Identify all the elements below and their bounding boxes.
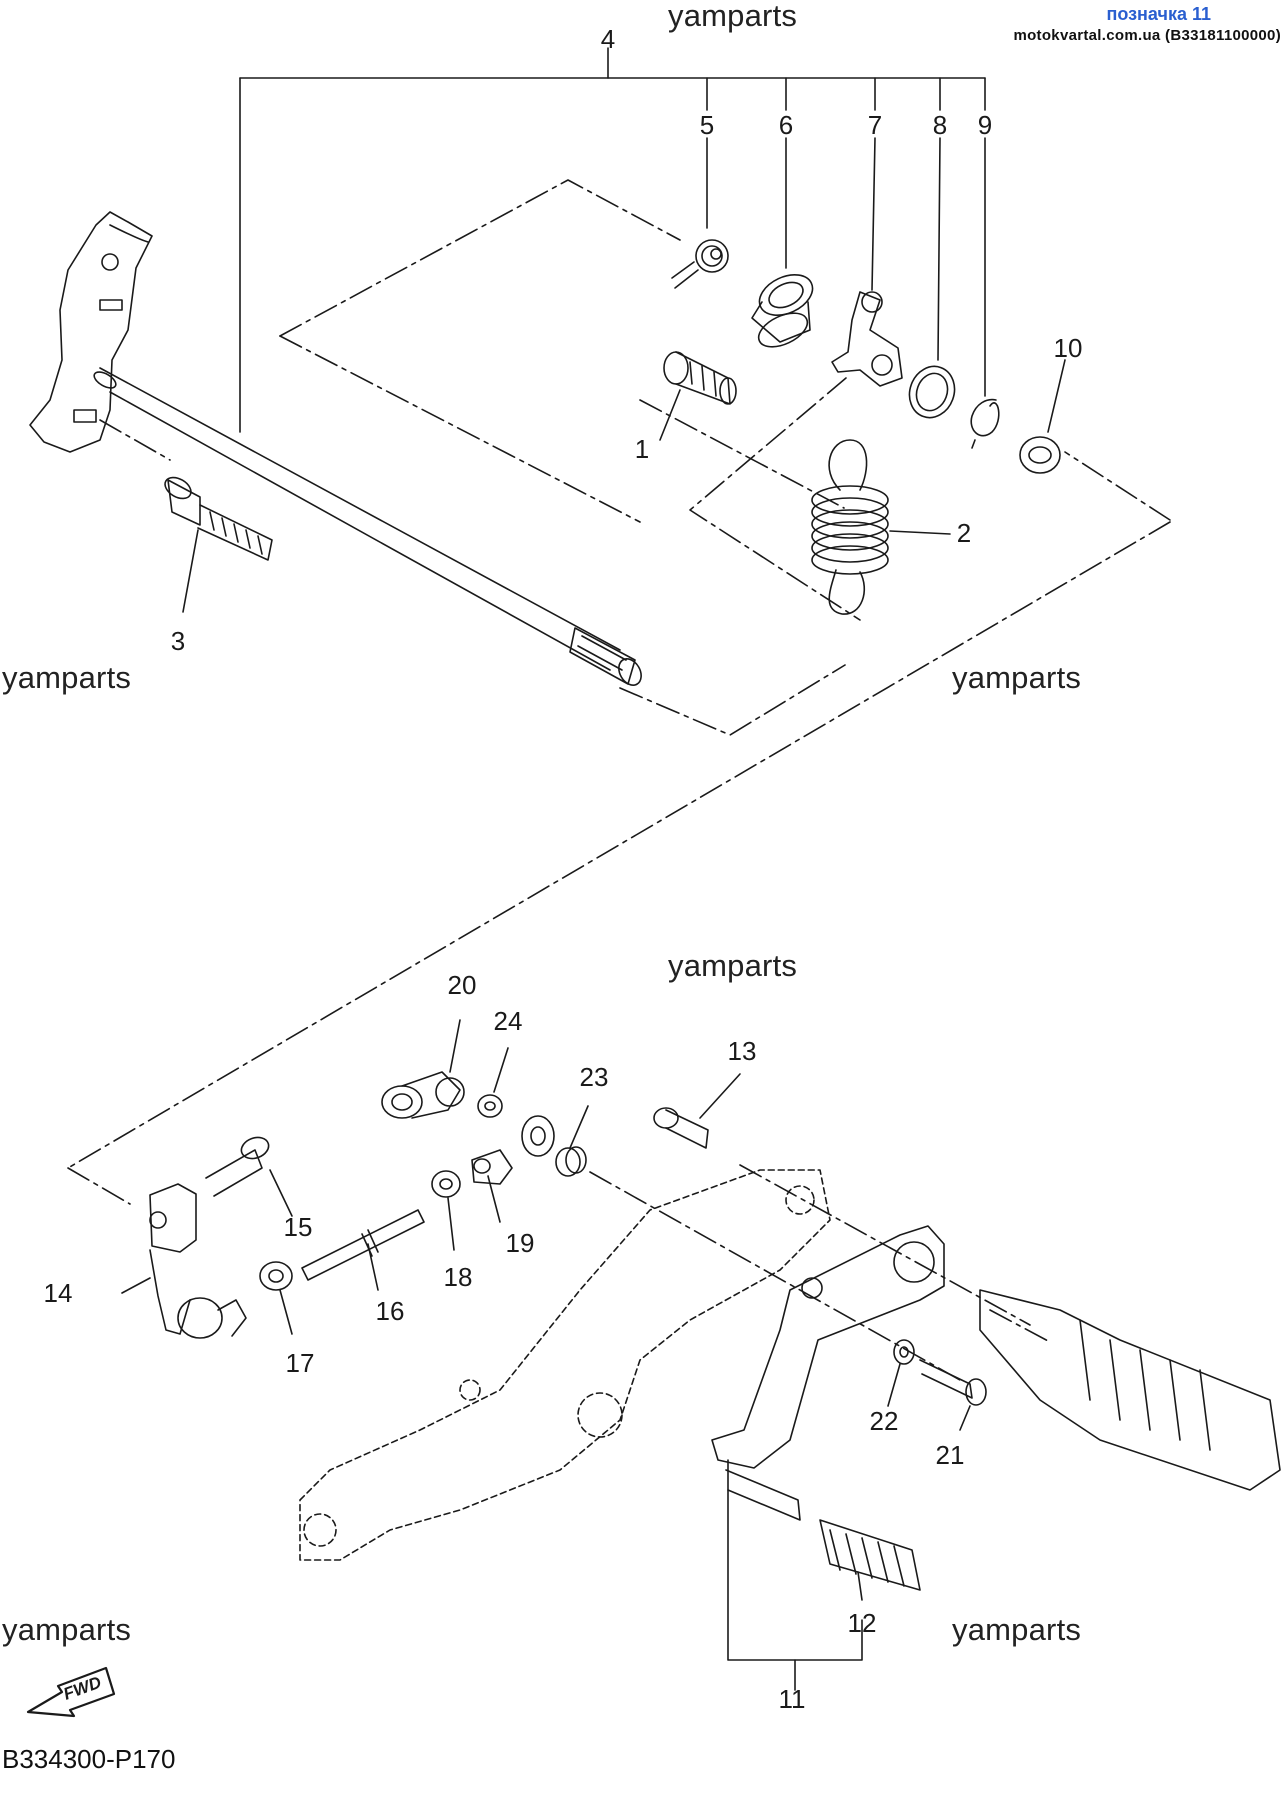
rod-end-20 <box>381 1071 465 1119</box>
callout-20: 20 <box>448 970 477 1000</box>
callout-18: 18 <box>444 1262 473 1292</box>
pin-1 <box>663 351 737 405</box>
callout-19: 19 <box>506 1228 535 1258</box>
group-bracket-4 <box>239 47 986 433</box>
nut-19 <box>471 1149 513 1185</box>
callout-8: 8 <box>933 110 947 140</box>
circlip-9 <box>970 398 1000 449</box>
washer-10 <box>1019 436 1061 474</box>
rod-end-joint <box>521 1115 555 1157</box>
callout-2: 2 <box>957 518 971 548</box>
bolt-15 <box>205 1136 270 1197</box>
callout-9: 9 <box>978 110 992 140</box>
shift-pedal-11 <box>711 1225 945 1591</box>
washer-8 <box>908 365 956 419</box>
nut-24 <box>477 1094 503 1118</box>
callout-7: 7 <box>868 110 882 140</box>
lever-7 <box>831 291 903 387</box>
bolt-3 <box>164 476 273 561</box>
rod-16 <box>301 1209 425 1281</box>
diagram-code: B334300-P170 <box>2 1744 176 1774</box>
spring-2 <box>811 439 889 615</box>
callout-22: 22 <box>870 1406 899 1436</box>
callout-1: 1 <box>635 434 649 464</box>
callout-23: 23 <box>580 1062 609 1092</box>
callout-11: 11 <box>779 1684 806 1714</box>
callout-14: 14 <box>44 1278 73 1308</box>
bolt-21 <box>919 1359 987 1406</box>
watermark: yamparts <box>952 660 1082 695</box>
fwd-arrow-icon: FWD <box>26 1666 116 1718</box>
watermark: yamparts <box>668 948 798 983</box>
watermark: yamparts <box>2 660 132 695</box>
watermark: yamparts <box>2 1612 132 1647</box>
watermark: yamparts <box>952 1612 1082 1647</box>
collar-23 <box>555 1146 587 1177</box>
callout-5: 5 <box>700 110 714 140</box>
nut-18 <box>431 1170 461 1198</box>
footrest-bracket <box>299 1169 831 1561</box>
callout-24: 24 <box>494 1006 523 1036</box>
shift-shaft <box>29 211 642 686</box>
callout-10: 10 <box>1054 333 1083 363</box>
callout-6: 6 <box>779 110 793 140</box>
site-reference: motokvartal.com.ua (B33181100000) <box>1013 27 1281 44</box>
callout-12: 12 <box>848 1608 877 1638</box>
group-bracket-11 <box>727 1459 863 1691</box>
footrest <box>979 1289 1281 1491</box>
callout-4: 4 <box>601 24 615 54</box>
collar-6 <box>751 274 814 348</box>
callout-3: 3 <box>171 626 185 656</box>
callout-17: 17 <box>286 1348 315 1378</box>
washer-22 <box>893 1339 915 1365</box>
nut-17 <box>259 1261 293 1291</box>
callout-13: 13 <box>728 1036 757 1066</box>
callout-15: 15 <box>284 1212 313 1242</box>
bolt-13 <box>653 1107 709 1149</box>
callout-16: 16 <box>376 1296 405 1326</box>
callout-21: 21 <box>936 1440 965 1470</box>
watermark: yamparts <box>668 0 798 33</box>
label-reference: позначка 11 <box>1106 4 1211 24</box>
shift-arm-14 <box>149 1183 247 1339</box>
spring-5 <box>671 239 729 289</box>
